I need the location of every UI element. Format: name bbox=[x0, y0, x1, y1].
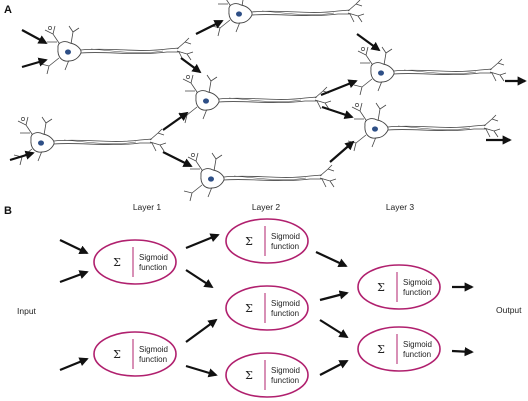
node-layer1-bottom: Σ Sigmoid function bbox=[93, 331, 177, 377]
function-label: function bbox=[139, 355, 167, 364]
arrow bbox=[195, 20, 224, 35]
arrow bbox=[59, 357, 89, 372]
sigmoid-label: Sigmoid bbox=[271, 366, 300, 375]
sum-symbol: Σ bbox=[377, 281, 385, 294]
layer-3-label: Layer 3 bbox=[386, 202, 415, 212]
function-label: function bbox=[271, 242, 299, 251]
sigmoid-label: Sigmoid bbox=[139, 253, 168, 262]
function-label: function bbox=[271, 309, 299, 318]
arrow bbox=[162, 111, 189, 131]
sum-symbol: Σ bbox=[245, 369, 253, 382]
arrow bbox=[59, 270, 89, 284]
arrow bbox=[321, 105, 354, 120]
arrow bbox=[319, 319, 349, 338]
panel-a-arrows bbox=[9, 20, 527, 167]
sigmoid-label: Sigmoid bbox=[271, 232, 300, 241]
arrow bbox=[21, 29, 48, 44]
arrow bbox=[356, 33, 381, 52]
arrow bbox=[315, 251, 348, 268]
node-layer2-bottom: Σ Sigmoid function bbox=[225, 352, 309, 398]
input-label: Input bbox=[17, 306, 37, 316]
neuron-a2 bbox=[13, 116, 167, 166]
arrow bbox=[185, 233, 220, 250]
sum-symbol: Σ bbox=[113, 348, 121, 361]
neuron-a6 bbox=[353, 46, 507, 96]
arrow bbox=[162, 151, 193, 167]
arrow bbox=[319, 360, 349, 376]
sigmoid-label: Sigmoid bbox=[139, 345, 168, 354]
node-layer1-top: Σ Sigmoid function bbox=[93, 239, 177, 285]
panel-b-label: B bbox=[4, 205, 12, 217]
sigmoid-label: Sigmoid bbox=[403, 340, 432, 349]
output-label: Output bbox=[496, 305, 522, 315]
arrow bbox=[185, 269, 214, 289]
arrow bbox=[329, 140, 355, 163]
sigmoid-label: Sigmoid bbox=[271, 299, 300, 308]
neuron-a5 bbox=[183, 152, 337, 202]
layer-2-label: Layer 2 bbox=[252, 202, 281, 212]
sigmoid-label: Sigmoid bbox=[403, 278, 432, 287]
sum-symbol: Σ bbox=[377, 343, 385, 356]
node-layer3-top: Σ Sigmoid function bbox=[357, 264, 441, 310]
arrow bbox=[320, 79, 358, 97]
arrow bbox=[9, 150, 35, 162]
arrow bbox=[185, 318, 218, 343]
function-label: function bbox=[403, 350, 431, 359]
node-layer2-top: Σ Sigmoid function bbox=[225, 218, 309, 264]
node-layer2-middle: Σ Sigmoid function bbox=[225, 285, 309, 331]
sum-symbol: Σ bbox=[245, 235, 253, 248]
function-label: function bbox=[403, 288, 431, 297]
neuron-a1 bbox=[40, 25, 194, 75]
sum-symbol: Σ bbox=[113, 256, 121, 269]
function-label: function bbox=[271, 376, 299, 385]
arrow bbox=[180, 57, 202, 74]
sum-symbol: Σ bbox=[245, 302, 253, 315]
arrow bbox=[21, 57, 48, 69]
arrow bbox=[319, 290, 349, 302]
panel-a-label: A bbox=[4, 4, 12, 16]
neuron-a4 bbox=[178, 74, 332, 124]
arrow bbox=[59, 239, 89, 254]
neuron-a3 bbox=[211, 0, 365, 37]
panel-b-arrows bbox=[59, 233, 474, 378]
neuron-a7 bbox=[347, 102, 501, 152]
layer-1-label: Layer 1 bbox=[133, 202, 162, 212]
function-label: function bbox=[139, 263, 167, 272]
arrow bbox=[451, 347, 474, 357]
node-layer3-bottom: Σ Sigmoid function bbox=[357, 326, 441, 372]
arrow bbox=[185, 364, 218, 378]
